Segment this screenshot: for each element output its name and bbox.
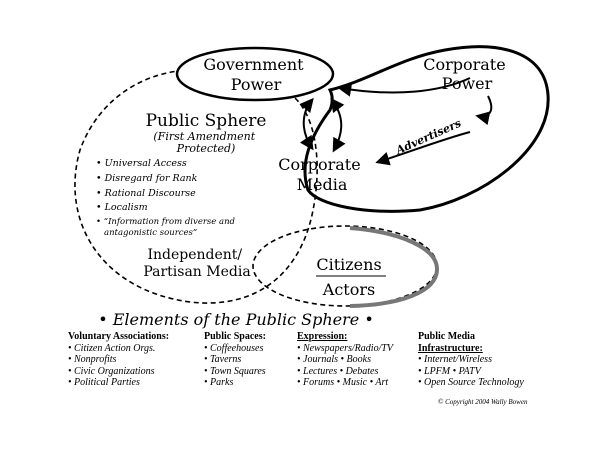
government-power-ellipse xyxy=(175,46,335,102)
list-item: Lectures • Debates xyxy=(297,366,393,378)
column-heading: Public Media xyxy=(418,331,475,342)
bullet-diverse-sources-cont: antagonistic sources” xyxy=(104,228,197,238)
public-sphere-bullets: • Universal Access • Disregard for Rank … xyxy=(96,158,236,238)
list-item: Nonprofits xyxy=(68,354,169,366)
public-sphere-title: Public Sphere xyxy=(146,111,267,131)
arrow-advertisers-to-media xyxy=(375,131,471,166)
list-item: Coffeehouses xyxy=(204,343,266,355)
corporate-power-blob xyxy=(303,45,550,213)
elements-title: • Elements of the Public Sphere • xyxy=(98,310,374,329)
arrow-corporate-power-to-media xyxy=(475,95,493,126)
list-item: Newspapers/Radio/TV xyxy=(297,343,393,355)
column-heading: Voluntary Associations: xyxy=(68,331,170,342)
independent-media-label: Independent/ Partisan Media xyxy=(143,247,250,280)
column-voluntary-associations: Voluntary Associations: Citizen Action O… xyxy=(68,331,169,389)
list-item: Citizen Action Orgs. xyxy=(68,343,169,355)
list-item: Taverns xyxy=(204,354,266,366)
list-item: Parks xyxy=(204,377,266,389)
arrow-government-media-left xyxy=(299,97,314,151)
list-item: Open Source Technology xyxy=(418,377,524,389)
column-expression: Expression: Newspapers/Radio/TV Journals… xyxy=(297,331,393,389)
copyright-notice: © Copyright 2004 Wally Bowen xyxy=(438,398,528,406)
list-item: Internet/Wireless xyxy=(418,354,524,366)
column-heading: Expression: xyxy=(297,331,348,342)
bullet-diverse-sources: • “Information from diverse and xyxy=(96,216,236,227)
actors-label: Actors xyxy=(322,280,375,299)
column-public-media-infrastructure: Public Media Infrastructure: Internet/Wi… xyxy=(418,331,524,389)
government-label: Government Power xyxy=(203,55,308,94)
public-sphere-region xyxy=(74,69,318,304)
list-item: LPFM • PATV xyxy=(418,366,524,378)
citizens-label: Citizens xyxy=(316,255,381,274)
arrow-corporate-power-to-government xyxy=(337,77,471,97)
list-item: Town Squares xyxy=(204,366,266,378)
column-heading: Public Spaces: xyxy=(204,331,266,342)
public-sphere-diagram: Government Power Corporate Power Adverti… xyxy=(74,45,550,329)
list-item: Forums • Music • Art xyxy=(297,377,393,389)
elements-columns: Voluntary Associations: Citizen Action O… xyxy=(68,331,592,426)
column-heading-cont: Infrastructure: xyxy=(418,342,483,354)
corporate-media-label: Corporate Media xyxy=(278,155,366,194)
bullet-universal-access: • Universal Access xyxy=(96,158,187,169)
list-item: Journals • Books xyxy=(297,354,393,366)
public-sphere-subtitle: (First Amendment Protected) xyxy=(153,130,258,155)
corporate-power-label: Corporate Power xyxy=(423,55,511,93)
list-item: Civic Organizations xyxy=(68,366,169,378)
bullet-rational-discourse: • Rational Discourse xyxy=(96,188,196,199)
bullet-disregard-for-rank: • Disregard for Rank xyxy=(96,173,198,184)
list-item: Political Parties xyxy=(68,377,169,389)
bullet-localism: • Localism xyxy=(96,202,148,213)
arrow-government-media-right xyxy=(330,97,346,153)
column-public-spaces: Public Spaces: Coffeehouses Taverns Town… xyxy=(204,331,266,389)
